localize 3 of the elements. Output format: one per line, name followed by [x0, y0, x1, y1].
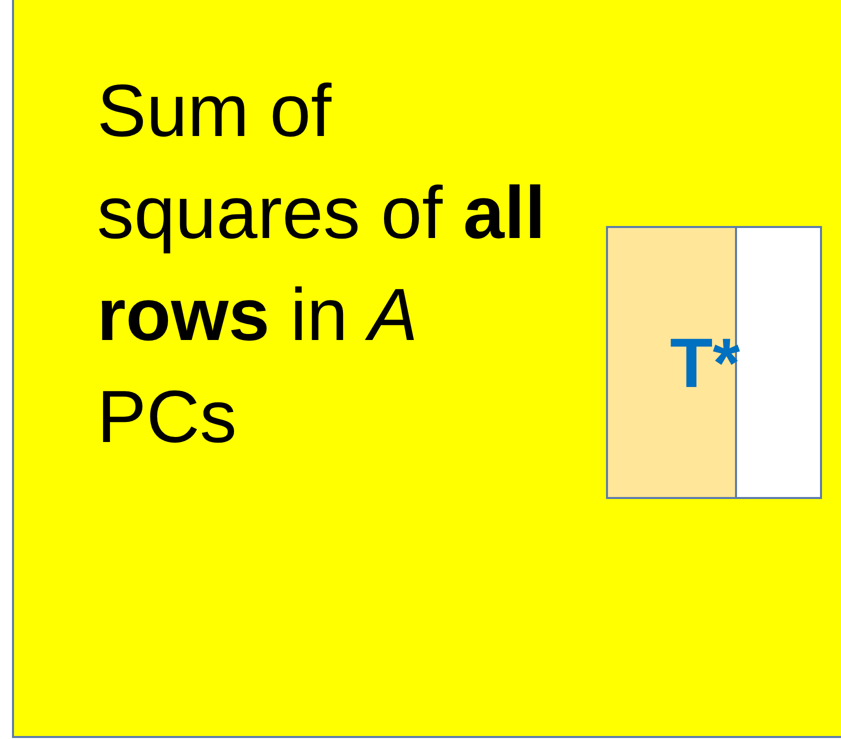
highlight-panel [12, 0, 841, 738]
matrix-block [606, 226, 822, 499]
description-text: Sum of squares of all rows in A PCs [97, 68, 546, 460]
